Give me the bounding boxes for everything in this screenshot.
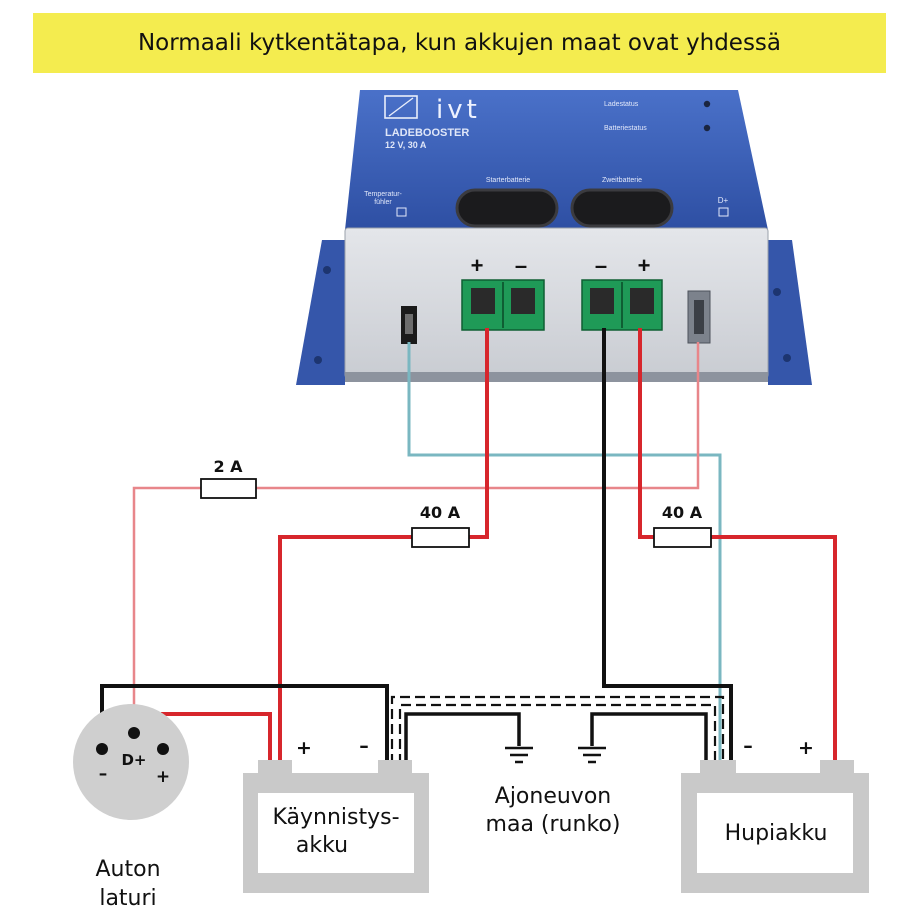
alternator-pin-plus <box>157 743 169 755</box>
alternator-label-line1: Auton <box>95 857 160 882</box>
led-batteriestatus <box>703 124 711 132</box>
left-flange-hole-2 <box>314 356 322 364</box>
starter-battery-plus-label: + <box>296 737 312 759</box>
fuse-2a-label: 2 A <box>213 457 243 476</box>
alternator-plus-label: + <box>156 767 170 787</box>
aux-plus-sign: + <box>638 253 651 278</box>
ivt-logo-slash <box>388 97 414 117</box>
device-bottom-edge <box>345 372 768 382</box>
alternator: D+ – + Auton laturi <box>73 704 189 911</box>
diagram-title: Normaali kytkentätapa, kun akkujen maat … <box>137 30 782 56</box>
title-banner: Normaali kytkentätapa, kun akkujen maat … <box>33 13 886 73</box>
led-label-batteriestatus: Batteriestatus <box>604 125 647 132</box>
aux-terminal-block <box>581 279 663 331</box>
aux-battery-label-panel <box>697 793 853 873</box>
model-rating: 12 V, 30 A <box>385 140 427 150</box>
right-flange-hole-2 <box>783 354 791 362</box>
led-label-ladestatus: Ladestatus <box>604 101 639 108</box>
aux-battery-post-minus <box>700 760 736 774</box>
port-label-temp-sensor: Temperatur-fühler <box>364 191 402 206</box>
chassis-frame-inner <box>398 703 717 764</box>
alternator-dplus-label: D+ <box>121 751 146 769</box>
aux-battery-label: Hupiakku <box>725 821 828 846</box>
fuse-40a-right: 40 A <box>653 503 712 548</box>
right-flange-hole <box>773 288 781 296</box>
chassis-frame-outer <box>390 695 725 764</box>
chassis-label-line1: Ajoneuvon <box>495 784 611 809</box>
led-ladestatus <box>703 100 711 108</box>
port-label-starter: Starterbatterie <box>486 177 530 184</box>
alternator-minus-label: – <box>99 764 108 784</box>
alternator-pin-dplus <box>128 727 140 739</box>
alternator-pin-minus <box>96 743 108 755</box>
aux-battery: Hupiakku – + <box>681 735 869 893</box>
port-label-dplus: D+ <box>718 196 729 205</box>
aux-battery-plus-label: + <box>798 737 814 759</box>
dplus-port-icon <box>718 207 729 217</box>
starter-battery-post-plus <box>258 760 292 774</box>
starter-battery-label-panel <box>258 793 414 873</box>
starter-battery-post-minus <box>378 760 412 774</box>
starter-battery-label-line2: akku <box>296 833 348 858</box>
temp-sensor-connector-slot <box>405 314 413 334</box>
fuse-2a: 2 A <box>200 457 257 499</box>
aux-cable-grommet <box>570 188 674 228</box>
ladebooster-device: ivt LADEBOOSTER 12 V, 30 A Ladestatus Ba… <box>296 90 812 385</box>
alternator-body <box>73 704 189 820</box>
left-flange-hole <box>323 266 331 274</box>
starter-plus-sign: + <box>471 253 484 278</box>
starter-battery-label-line1: Käynnistys- <box>272 805 399 830</box>
chassis-label-line2: maa (runko) <box>486 812 621 837</box>
aux-positive-wire <box>638 328 837 765</box>
ground-symbol-right <box>578 746 606 764</box>
aux-minus-sign: – <box>595 253 607 278</box>
fuse-40a-right-label: 40 A <box>662 503 703 522</box>
temp-sensor-wire <box>407 342 722 762</box>
starter-ground-to-chassis <box>404 712 521 764</box>
left-mounting-flange <box>296 240 345 385</box>
ground-symbol-left <box>505 746 533 764</box>
starter-terminal-block <box>461 279 545 331</box>
aux-battery-post-plus <box>820 760 854 774</box>
dplus-connector-slot <box>694 300 704 334</box>
ivt-logo-box <box>384 95 418 119</box>
starter-positive-wire <box>278 328 489 762</box>
temp-sensor-icon <box>396 207 407 217</box>
aux-battery-minus-label: – <box>743 735 753 757</box>
starter-battery-minus-label: – <box>359 735 369 757</box>
fuse-40a-left: 40 A <box>411 503 470 548</box>
brand-name: ivt <box>436 95 481 125</box>
aux-negative-wire <box>602 328 733 762</box>
aux-ground-to-chassis <box>590 712 708 764</box>
starter-battery: Käynnistys- akku + – <box>243 735 429 893</box>
alternator-label-line2: laturi <box>99 886 156 911</box>
dplus-signal-wire <box>132 342 700 748</box>
starter-cable-grommet <box>455 188 559 228</box>
right-mounting-flange <box>768 240 812 385</box>
model-name: LADEBOOSTER <box>385 127 469 139</box>
fuse-40a-left-label: 40 A <box>420 503 461 522</box>
starter-minus-sign: – <box>515 253 527 278</box>
port-label-aux: Zweitbatterie <box>602 177 642 184</box>
